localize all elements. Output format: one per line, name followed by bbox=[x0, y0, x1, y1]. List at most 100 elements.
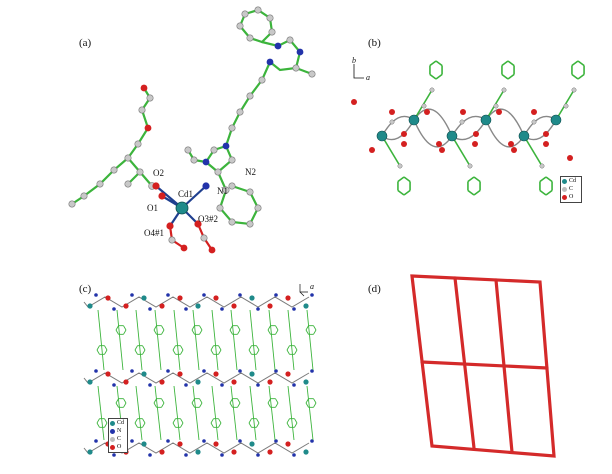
phenyl-bond bbox=[507, 60, 515, 67]
legend-swatch bbox=[110, 428, 115, 434]
phenyl-bond bbox=[473, 189, 481, 196]
linker-ring-bond bbox=[267, 325, 271, 331]
linker-ring-bond bbox=[161, 398, 165, 404]
phenyl-bond bbox=[467, 189, 475, 196]
n-atom bbox=[166, 293, 170, 297]
linker-ring-bond bbox=[180, 345, 184, 351]
phenyl-bond bbox=[539, 176, 547, 183]
arm-bond bbox=[451, 135, 471, 167]
panel-label-c: (c) bbox=[79, 283, 92, 295]
cd-atom bbox=[195, 449, 201, 455]
c-atom bbox=[389, 119, 395, 125]
linker-ring-bond bbox=[104, 345, 108, 351]
linker-ring-bond bbox=[153, 402, 157, 408]
n-atom bbox=[310, 439, 314, 443]
o-atom bbox=[472, 141, 478, 147]
linker-ring-bond bbox=[96, 345, 100, 351]
linker-bond bbox=[306, 309, 314, 371]
panel-b-chain-diagram: b a bbox=[351, 56, 585, 196]
o-atom bbox=[439, 147, 445, 153]
linker-ring-bond bbox=[256, 418, 260, 424]
phenyl-bond bbox=[435, 73, 443, 80]
linker-bond bbox=[230, 309, 238, 371]
n-atom bbox=[148, 453, 152, 457]
linker-ring-bond bbox=[275, 329, 279, 335]
linker-ring-bond bbox=[142, 422, 146, 428]
panel-b-axis-indicator bbox=[353, 64, 364, 79]
linker-ring-bond bbox=[134, 418, 138, 424]
linker-bond bbox=[192, 309, 200, 371]
o-atom bbox=[389, 109, 395, 115]
legend-item-n: N bbox=[109, 427, 127, 435]
phenyl-bond bbox=[577, 60, 585, 67]
cd-atom bbox=[446, 130, 458, 142]
c-atom bbox=[467, 163, 473, 169]
linker-ring-bond bbox=[256, 349, 260, 355]
phenyl-bond bbox=[501, 60, 509, 67]
o-atom bbox=[531, 109, 537, 115]
c-atom bbox=[459, 119, 465, 125]
linker-ring-bond bbox=[123, 325, 127, 331]
o-atom bbox=[123, 303, 129, 309]
linker-bond bbox=[249, 385, 257, 441]
linker-ring-bond bbox=[229, 325, 233, 331]
linker-bond bbox=[306, 385, 314, 441]
phenyl-bond bbox=[501, 73, 509, 80]
n-atom bbox=[112, 307, 116, 311]
c-atom bbox=[493, 103, 499, 109]
linker-ring-bond bbox=[180, 418, 184, 424]
legend-item-o: O bbox=[561, 193, 581, 201]
linker-ring-bond bbox=[210, 422, 214, 428]
legend-swatch bbox=[562, 194, 567, 200]
axis-a-label: a bbox=[366, 73, 370, 82]
cd-atom bbox=[141, 441, 147, 447]
o-atom bbox=[543, 131, 549, 137]
panel-c-axis-indicator bbox=[299, 284, 308, 297]
linker-ring-bond bbox=[313, 329, 317, 335]
phenyl-bond bbox=[397, 176, 405, 183]
linker-ring-bond bbox=[229, 402, 233, 408]
phenyl-bond bbox=[403, 176, 411, 183]
n-atom bbox=[292, 383, 296, 387]
linker-ring-bond bbox=[104, 422, 108, 428]
linker-ring-bond bbox=[199, 325, 203, 331]
linker-ring-bond bbox=[96, 418, 100, 424]
cd-atom bbox=[141, 371, 147, 377]
linker-ring-bond bbox=[172, 422, 176, 428]
linker-ring-bond bbox=[305, 402, 309, 408]
o-atom bbox=[105, 371, 111, 377]
linker-ring-bond bbox=[275, 402, 279, 408]
o-atom bbox=[496, 109, 502, 115]
linker-ring-bond bbox=[294, 422, 298, 428]
n-atom bbox=[220, 383, 224, 387]
linker-bond bbox=[173, 385, 181, 441]
linker-ring-bond bbox=[218, 422, 222, 428]
linker-ring-bond bbox=[210, 345, 214, 351]
o-atom bbox=[267, 379, 273, 385]
axis-b-label: b bbox=[352, 56, 356, 65]
n-atom bbox=[202, 369, 206, 373]
o-atom bbox=[436, 141, 442, 147]
o-atom bbox=[177, 295, 183, 301]
o-atom bbox=[369, 147, 375, 153]
panel-c-packing-diagram: a bbox=[83, 282, 317, 457]
cd-atom bbox=[87, 449, 93, 455]
n-atom bbox=[94, 369, 98, 373]
o-atom bbox=[401, 141, 407, 147]
n-atom bbox=[274, 293, 278, 297]
n-atom bbox=[130, 369, 134, 373]
o-atom bbox=[177, 371, 183, 377]
linker-ring-bond bbox=[115, 329, 119, 335]
linker-ring-bond bbox=[210, 349, 214, 355]
panel-a-atoms bbox=[68, 6, 316, 254]
cd-atom bbox=[141, 295, 147, 301]
phenyl-bond bbox=[539, 189, 547, 196]
linker-ring-bond bbox=[267, 402, 271, 408]
label-n1: N1 bbox=[217, 186, 228, 196]
legend-swatch bbox=[562, 186, 567, 192]
label-o1: O1 bbox=[147, 203, 158, 213]
legend-item-cd: Cd bbox=[109, 419, 127, 427]
o-atom bbox=[567, 155, 573, 161]
linker-ring-bond bbox=[96, 349, 100, 355]
